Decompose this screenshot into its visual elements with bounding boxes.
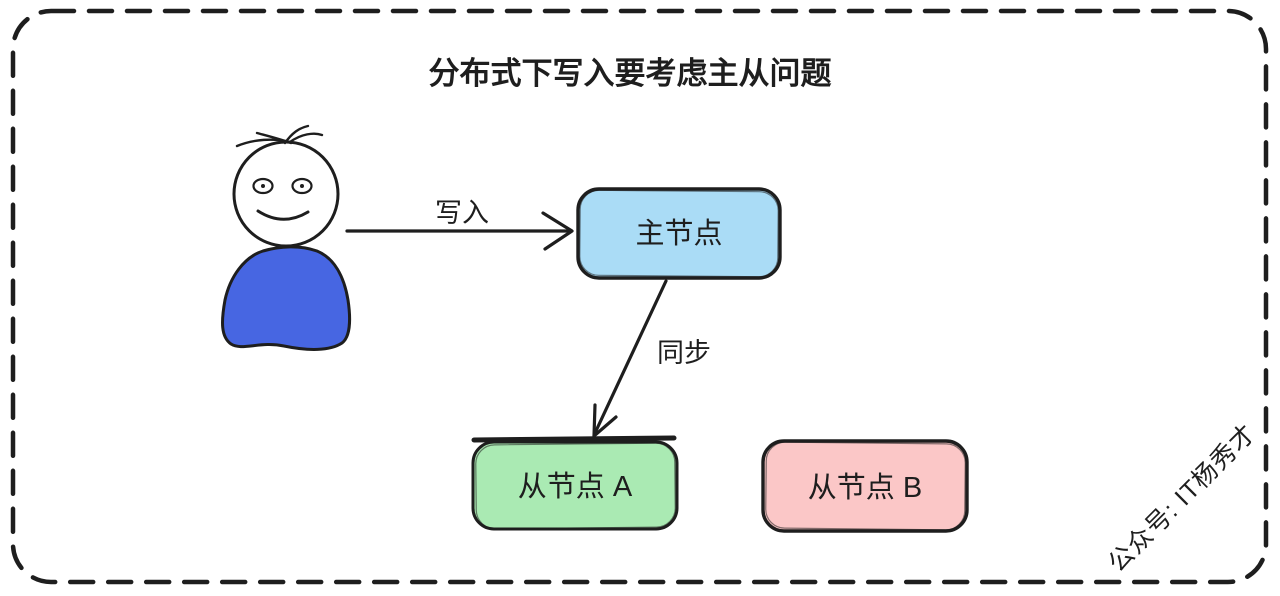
write-arrow-label: 写入 [435, 198, 489, 228]
sync-arrow [592, 279, 668, 438]
node-slave-a-top-stroke [471, 435, 677, 443]
node-master-label: 主节点 [635, 217, 722, 250]
diagram-title: 分布式下写入要考虑主从问题 [429, 56, 832, 91]
write-arrow-head [541, 211, 574, 251]
person-eyes [252, 177, 313, 195]
node-master: 主节点 [576, 187, 782, 280]
node-slave-a-sketch-outline [475, 442, 676, 530]
node-slave-a-box [471, 440, 679, 531]
node-slave-b-sketch-outline [765, 441, 966, 531]
node-slave-b-box [761, 439, 969, 533]
node-slave-b-label: 从节点 B [808, 471, 922, 504]
person-body [221, 245, 352, 351]
write-arrow [345, 211, 574, 251]
node-master-sketch-outline [579, 189, 779, 278]
node-master-box [576, 187, 782, 280]
sync-arrow-line [593, 279, 668, 435]
person-head [232, 140, 340, 248]
node-slave-a: 从节点 A [471, 435, 679, 531]
watermark: 公众号: IT杨秀才 [1103, 419, 1261, 577]
sync-arrow-head [592, 403, 618, 438]
sync-arrow-label: 同步 [657, 338, 711, 368]
dashed-border [10, 8, 1269, 585]
node-slave-b: 从节点 B [761, 439, 969, 533]
person-hair [235, 124, 324, 148]
person-figure [221, 124, 352, 351]
person-smile [256, 209, 310, 221]
node-slave-a-label: 从节点 A [518, 470, 633, 503]
